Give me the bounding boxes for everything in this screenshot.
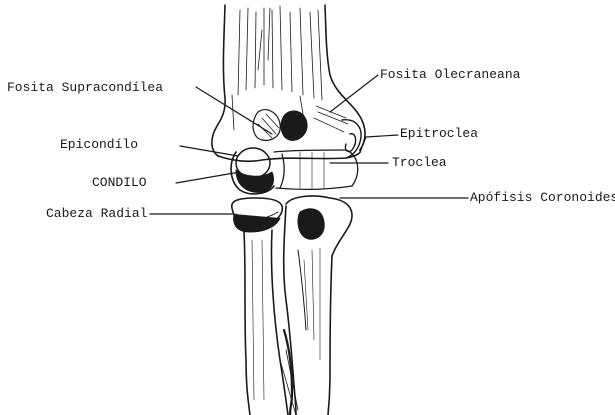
label-fosita-olecraneana: Fosita Olecraneana — [380, 67, 520, 83]
label-cabeza-radial: Cabeza Radial — [46, 206, 147, 222]
label-epitroclea: Epitroclea — [400, 126, 478, 142]
radius — [232, 198, 288, 415]
label-condilo: CONDILO — [92, 175, 147, 191]
condyle — [236, 148, 274, 192]
label-troclea: Troclea — [392, 155, 447, 171]
humerus — [212, 5, 365, 194]
leader-lines — [150, 75, 468, 214]
label-epicondilo: Epicondílo — [60, 137, 138, 153]
humerus-shading — [232, 6, 322, 130]
trochlea — [274, 150, 358, 189]
ulna — [280, 196, 352, 415]
label-apofisis-coronoides: Apófisis Coronoides — [470, 190, 615, 206]
label-fosita-supracondilea: Fosita Supracondílea — [7, 80, 163, 96]
fossae — [253, 106, 348, 140]
